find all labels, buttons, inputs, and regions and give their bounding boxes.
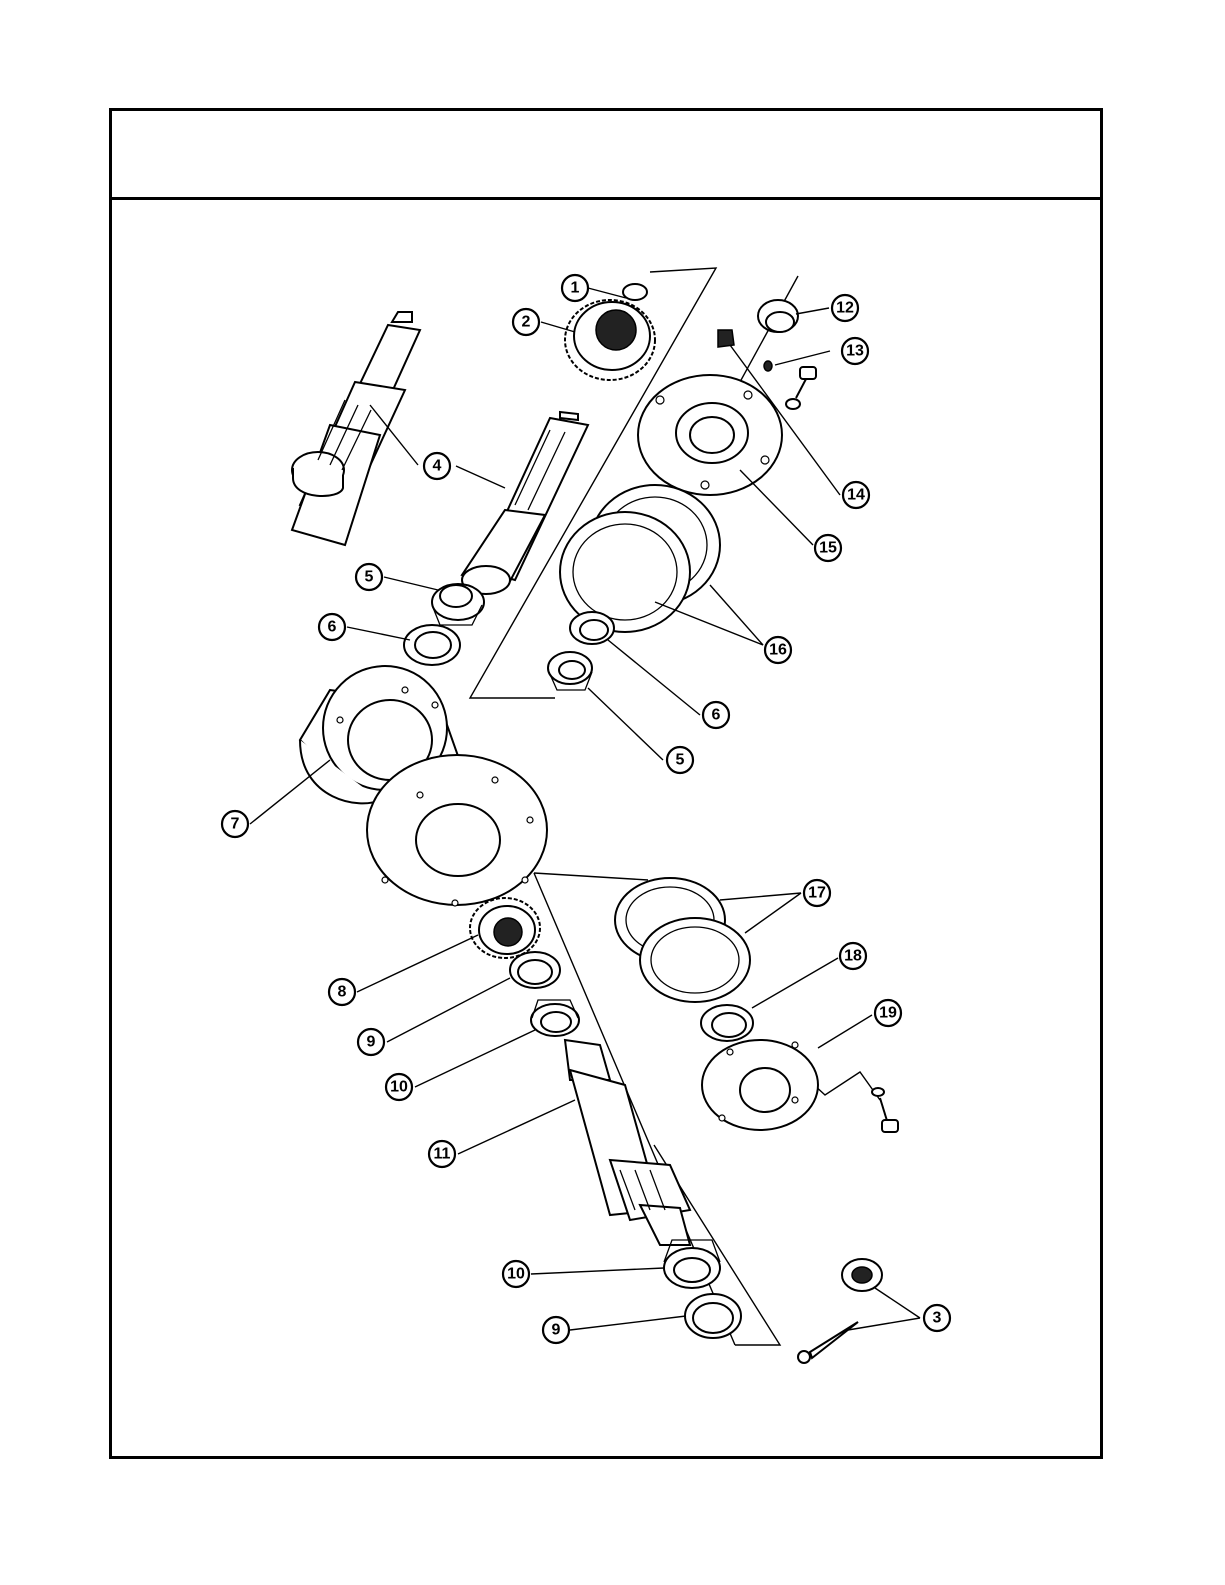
bearing-cover: [638, 375, 782, 495]
callout-label-8: 8: [338, 984, 347, 1001]
callout-9-lower: 9: [358, 1029, 384, 1055]
callout-17: 17: [804, 880, 830, 906]
cover-bolt-upper: [786, 367, 816, 409]
gasket-lower-b: [640, 918, 750, 1002]
input-shaft-upper: [292, 312, 420, 545]
callout-label-6b: 6: [712, 707, 721, 724]
callout-8: 8: [329, 979, 355, 1005]
callout-label-11: 11: [434, 1146, 451, 1163]
callout-6-upper-right: 6: [703, 702, 729, 728]
bearing-cup-upper-left: [404, 625, 460, 665]
callout-6-upper-left: 6: [319, 614, 345, 640]
callout-1: 1: [562, 275, 588, 301]
callout-label-3: 3: [933, 1310, 942, 1327]
plug-fitting: [718, 330, 734, 347]
callout-4: 4: [424, 453, 450, 479]
bearing-cone-lower: [531, 1000, 579, 1036]
callout-label-17: 17: [808, 885, 826, 902]
callout-13: 13: [842, 338, 868, 364]
callout-label-10b: 10: [507, 1266, 525, 1283]
bearing-cone-upper-left: [432, 584, 484, 625]
callout-9-output: 9: [543, 1317, 569, 1343]
callout-label-7: 7: [231, 816, 240, 833]
callout-label-6a: 6: [328, 619, 337, 636]
callout-3: 3: [924, 1305, 950, 1331]
cover-bolt-lower: [872, 1088, 898, 1132]
callout-label-16: 16: [769, 642, 787, 659]
output-shaft: [565, 1040, 690, 1245]
callout-10-lower: 10: [386, 1074, 412, 1100]
callout-label-10a: 10: [390, 1079, 408, 1096]
callout-label-5a: 5: [365, 569, 374, 586]
callout-16: 16: [765, 637, 791, 663]
callout-19: 19: [875, 1000, 901, 1026]
callout-label-9b: 9: [552, 1322, 561, 1339]
callout-18: 18: [840, 943, 866, 969]
callout-10-output: 10: [503, 1261, 529, 1287]
seal-lower: [701, 1005, 753, 1041]
bearing-cone-upper-right: [548, 652, 592, 690]
callout-label-19: 19: [879, 1005, 897, 1022]
callout-label-15: 15: [819, 540, 837, 557]
callout-2: 2: [513, 309, 539, 335]
callout-label-14: 14: [847, 487, 865, 504]
callout-label-4: 4: [433, 458, 442, 475]
cotter-pin: [798, 1322, 858, 1363]
castle-nut: [842, 1259, 882, 1291]
callout-label-2: 2: [522, 314, 531, 331]
callout-label-5b: 5: [676, 752, 685, 769]
bearing-cup-output: [685, 1294, 741, 1338]
callout-5-upper-right: 5: [667, 747, 693, 773]
bevel-gear-lower: [470, 898, 540, 958]
callout-12: 12: [832, 295, 858, 321]
vent-plug: [764, 361, 772, 371]
callout-11: 11: [429, 1141, 455, 1167]
seal-upper: [758, 300, 798, 332]
callout-15: 15: [815, 535, 841, 561]
bearing-cup-lower: [510, 952, 560, 988]
bearing-cup-upper-right: [570, 612, 614, 644]
callout-5-upper-left: 5: [356, 564, 382, 590]
callout-label-1: 1: [571, 280, 580, 297]
gearbox-housing: [300, 666, 547, 906]
callout-label-18: 18: [844, 948, 862, 965]
callout-label-12: 12: [836, 300, 854, 317]
bearing-cone-output: [664, 1240, 720, 1288]
callout-7: 7: [222, 811, 248, 837]
callout-label-13: 13: [846, 343, 864, 360]
callout-label-9a: 9: [367, 1034, 376, 1051]
bearing-cover-lower: [702, 1040, 818, 1130]
callout-14: 14: [843, 482, 869, 508]
